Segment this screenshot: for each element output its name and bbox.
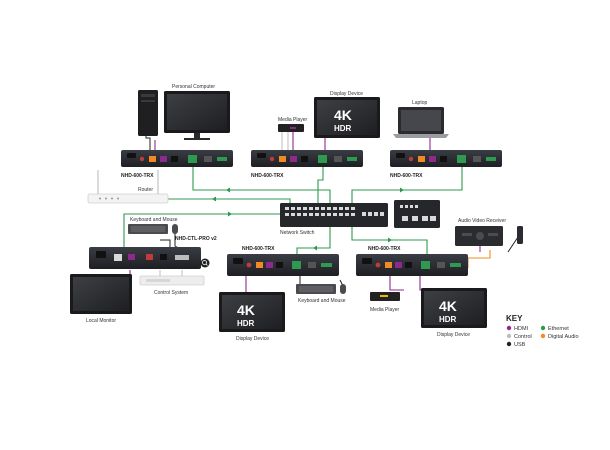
laptop-label: Laptop bbox=[412, 100, 428, 106]
switch-expansion bbox=[394, 200, 440, 228]
nhd-trx-device-3 bbox=[390, 150, 502, 167]
nhd-trx-5-label: NHD-600-TRX bbox=[368, 246, 401, 252]
zoom-icon[interactable] bbox=[200, 258, 210, 268]
media-player-top-label: Media Player bbox=[278, 117, 308, 123]
nhd-trx-2-label: NHD-600-TRX bbox=[251, 173, 284, 179]
router-label: Router bbox=[138, 187, 153, 193]
personal-computer-label: Personal Computer bbox=[172, 84, 215, 90]
nhd-trx-device-4 bbox=[227, 254, 339, 276]
keyboard-mouse-bottom-label: Keyboard and Mouse bbox=[298, 298, 346, 304]
svg-text:USB: USB bbox=[514, 342, 526, 348]
display-device-bottom-left: 4K HDR bbox=[219, 292, 285, 332]
keyboard-mouse-top-label: Keyboard and Mouse bbox=[130, 217, 178, 223]
display-bl-hdr-badge: HDR bbox=[237, 319, 255, 328]
control-system bbox=[139, 275, 205, 286]
legend: KEY HDMI Control USB Ethernet Digital Au… bbox=[506, 314, 579, 348]
svg-text:HDMI: HDMI bbox=[514, 326, 529, 332]
display-top-hdr-badge: HDR bbox=[334, 124, 352, 133]
svg-text:Ethernet: Ethernet bbox=[548, 326, 569, 332]
legend-item-digital-audio: Digital Audio bbox=[540, 333, 579, 340]
local-monitor bbox=[70, 274, 132, 314]
nhd-trx-3-label: NHD-600-TRX bbox=[390, 173, 423, 179]
audio-video-receiver bbox=[455, 226, 503, 246]
nhd-trx-device-5 bbox=[356, 254, 468, 276]
display-device-top: 4K HDR bbox=[314, 97, 380, 138]
display-br-4k-badge: 4K bbox=[439, 298, 457, 314]
router bbox=[87, 170, 169, 204]
ethernet-arrows bbox=[212, 187, 404, 251]
pc-tower bbox=[138, 90, 158, 136]
laptop bbox=[393, 107, 449, 138]
nhd-ctl-pro-device bbox=[89, 247, 201, 269]
network-switch-label: Network Switch bbox=[280, 230, 315, 236]
keyboard-mouse-bottom bbox=[296, 284, 346, 294]
pc-monitor bbox=[164, 91, 230, 140]
legend-item-usb: USB bbox=[506, 341, 526, 348]
nhd-trx-1-label: NHD-600-TRX bbox=[121, 173, 154, 179]
nhd-ctl-pro-label: NHD-CTL-PRO v2 bbox=[175, 236, 217, 242]
control-system-label: Control System bbox=[154, 290, 188, 296]
display-device-top-label: Display Device bbox=[330, 91, 363, 97]
local-monitor-label: Local Monitor bbox=[86, 318, 116, 324]
svg-text:Control: Control bbox=[514, 334, 532, 340]
nhd-trx-device-1 bbox=[121, 150, 233, 167]
audio-video-receiver-label: Audio Video Receiver bbox=[458, 218, 506, 224]
nhd-trx-4-label: NHD-600-TRX bbox=[242, 246, 275, 252]
nhd-trx-device-2 bbox=[251, 150, 363, 167]
audio-cable bbox=[467, 250, 491, 268]
network-switch bbox=[280, 203, 388, 227]
avr-remote bbox=[517, 226, 523, 244]
legend-item-hdmi: HDMI bbox=[506, 325, 529, 332]
legend-title: KEY bbox=[506, 314, 523, 323]
display-device-bl-label: Display Device bbox=[236, 336, 269, 342]
media-player-bottom-label: Media Player bbox=[370, 307, 400, 313]
display-br-hdr-badge: HDR bbox=[439, 315, 457, 324]
legend-item-ethernet: Ethernet bbox=[540, 325, 569, 332]
media-player-bottom bbox=[370, 292, 400, 301]
keyboard-mouse-top bbox=[128, 224, 178, 234]
display-device-bottom-right: 4K HDR bbox=[421, 288, 487, 328]
display-device-br-label: Display Device bbox=[437, 332, 470, 338]
media-player-top bbox=[278, 124, 304, 132]
svg-text:Digital Audio: Digital Audio bbox=[548, 334, 579, 340]
legend-item-control: Control bbox=[506, 333, 532, 340]
display-bl-4k-badge: 4K bbox=[237, 302, 255, 318]
display-top-4k-badge: 4K bbox=[334, 107, 352, 123]
